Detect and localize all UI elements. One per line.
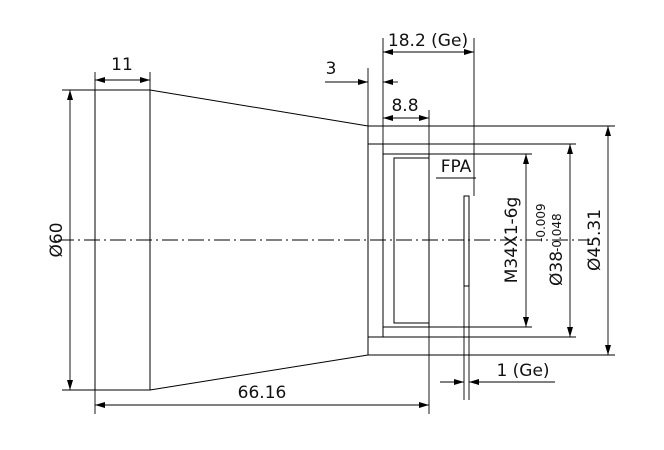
- label-66-16: 66.16: [238, 383, 287, 403]
- label-fpa: FPA: [441, 157, 472, 177]
- label-38-lower-tolerance: -0.048: [550, 213, 564, 252]
- dim-18-2: [383, 49, 474, 55]
- label-3: 3: [326, 59, 337, 79]
- label-45-31: Ø45.31: [585, 209, 605, 271]
- label-1-ge: 1 (Ge): [496, 361, 549, 381]
- label-38: Ø38: [547, 251, 567, 286]
- label-8-8: 8.8: [391, 96, 418, 116]
- extension-lines: [62, 38, 475, 414]
- dim-45-31: [605, 126, 611, 355]
- dim-11: [95, 77, 150, 83]
- label-18-2: 18.2 (Ge): [388, 31, 468, 51]
- label-thread: M34X1-6g: [502, 197, 522, 284]
- dim-38: [567, 144, 573, 337]
- label-11: 11: [111, 55, 133, 75]
- dim-1-ge: [440, 379, 555, 385]
- dim-thread: [523, 154, 529, 327]
- thread-inner: [393, 157, 430, 324]
- label-38-upper-tolerance: -0.009: [534, 203, 548, 242]
- dim-8-8: [383, 115, 429, 121]
- dim-60: [67, 90, 73, 390]
- dim-66-16: [95, 402, 429, 408]
- dim-3: [325, 79, 398, 85]
- taper-top: [149, 89, 369, 127]
- rear-housing-lip: [367, 143, 384, 338]
- label-60: Ø60: [47, 222, 67, 257]
- taper-bottom: [149, 354, 369, 391]
- fpa-window: [463, 195, 470, 287]
- thread-section: [382, 153, 430, 328]
